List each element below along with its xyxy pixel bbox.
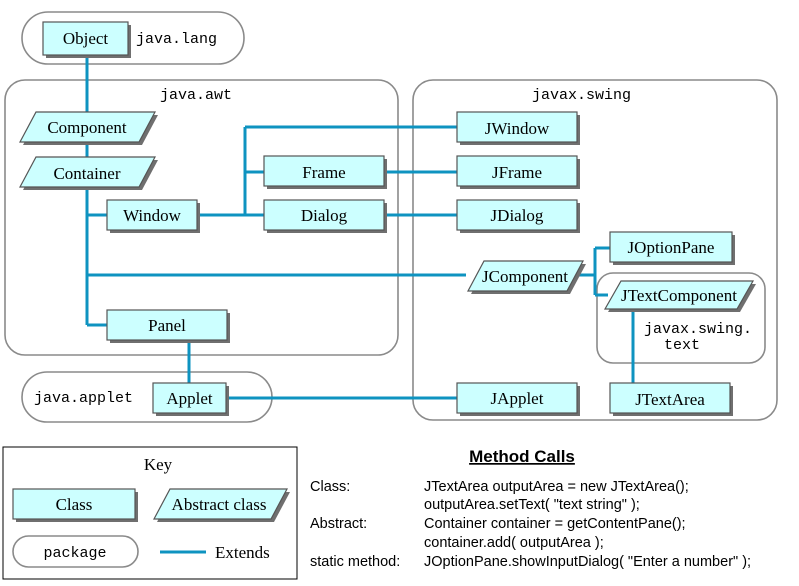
method-code-line: JTextArea outputArea = new JTextArea(); — [424, 479, 689, 495]
svg-text:Class: Class — [56, 495, 93, 514]
method-label-abstract: Abstract: — [310, 516, 367, 532]
extends-lines — [85, 55, 635, 400]
svg-text:JWindow: JWindow — [485, 119, 550, 138]
legend-key: Key Class Abstract class package Extends — [2, 446, 298, 580]
svg-text:JComponent: JComponent — [482, 267, 568, 286]
svg-text:JTextArea: JTextArea — [635, 390, 705, 409]
package-java-awt: java.awt — [4, 79, 399, 356]
legend-abstract-sample: Abstract class — [153, 488, 290, 522]
legend-title: Key — [144, 455, 173, 474]
method-code-line: container.add( outputArea ); — [424, 535, 604, 551]
abstract-class-container: Container — [19, 156, 158, 190]
class-frame: Frame — [263, 155, 387, 189]
class-window: Window — [106, 199, 200, 233]
package-label-java-awt: java.awt — [160, 87, 232, 104]
method-code-line: JOptionPane.showInputDialog( "Enter a nu… — [424, 554, 751, 570]
svg-text:Panel: Panel — [148, 316, 186, 335]
class-japplet: JApplet — [456, 382, 580, 416]
abstract-class-jcomponent: JComponent — [467, 260, 586, 294]
svg-text:Object: Object — [63, 29, 109, 48]
method-label-static: static method: — [310, 554, 400, 570]
svg-text:JTextComponent: JTextComponent — [621, 286, 737, 305]
class-object: Object — [42, 21, 131, 58]
class-jtextarea: JTextArea — [609, 382, 733, 416]
class-dialog: Dialog — [263, 199, 387, 233]
class-jframe: JFrame — [456, 155, 580, 189]
method-label-class: Class: — [310, 479, 350, 495]
svg-text:Abstract class: Abstract class — [172, 495, 267, 514]
svg-text:Frame: Frame — [302, 163, 345, 182]
svg-text:JOptionPane: JOptionPane — [628, 238, 715, 257]
svg-text:JFrame: JFrame — [492, 163, 542, 182]
legend-package-sample: package — [12, 535, 139, 568]
package-label-javax-swing: javax.swing — [532, 87, 631, 104]
method-code-line: Container container = getContentPane(); — [424, 516, 686, 532]
package-label-javax-swing-text-1: javax.swing. — [644, 321, 752, 338]
package-label-java-lang: java.lang — [136, 31, 217, 48]
svg-text:Container: Container — [53, 164, 120, 183]
svg-text:JApplet: JApplet — [491, 389, 544, 408]
abstract-class-jtextcomponent: JTextComponent — [603, 280, 756, 312]
class-jwindow: JWindow — [456, 111, 580, 145]
svg-text:Dialog: Dialog — [301, 206, 348, 225]
svg-text:Component: Component — [47, 118, 127, 137]
abstract-class-component: Component — [19, 111, 158, 145]
svg-text:package: package — [43, 545, 106, 562]
svg-text:Extends: Extends — [215, 543, 270, 562]
class-joptionpane: JOptionPane — [609, 231, 735, 265]
class-applet: Applet — [152, 382, 229, 416]
package-label-javax-swing-text-2: text — [664, 337, 700, 354]
svg-text:Window: Window — [123, 206, 182, 225]
package-label-java-applet: java.applet — [34, 390, 133, 407]
class-jdialog: JDialog — [456, 199, 580, 233]
method-calls-section: Method Calls Class: JTextArea outputArea… — [310, 447, 751, 570]
class-panel: Panel — [106, 309, 230, 343]
svg-text:Applet: Applet — [166, 389, 213, 408]
svg-text:JDialog: JDialog — [491, 206, 544, 225]
legend-class-sample: Class — [12, 488, 138, 522]
legend-extends-sample: Extends — [160, 543, 270, 562]
method-calls-heading: Method Calls — [469, 447, 575, 466]
method-code-line: outputArea.setText( "text string" ); — [424, 497, 640, 513]
